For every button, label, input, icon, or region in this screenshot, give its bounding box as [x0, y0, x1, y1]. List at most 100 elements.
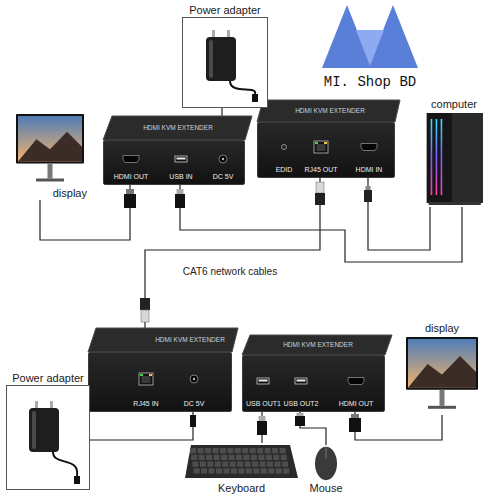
port-label: HDMI IN: [356, 166, 383, 174]
keyboard-key: [229, 455, 235, 460]
keyboard-key: [243, 455, 249, 460]
adapter-plug: [252, 94, 258, 102]
mouse-button-line: [326, 447, 327, 459]
adapter-body: [209, 40, 213, 78]
usb-plug: [257, 421, 267, 435]
watermark: MI. Shop BD: [324, 74, 416, 90]
transmitter-face: EDIDRJ45 OUTHDMI IN: [257, 122, 395, 178]
keyboard-key: [265, 448, 271, 453]
port-panel: [89, 353, 233, 413]
rj45-socket: [139, 373, 153, 385]
rj45-port: [139, 373, 153, 385]
hdmi-plug: [126, 189, 134, 194]
box-top: [88, 328, 238, 352]
rj45-socket: [314, 141, 328, 153]
adapter-body: [32, 411, 36, 449]
monitor-screen: [18, 116, 82, 162]
dc-port: [219, 155, 227, 163]
mouse-picture: [305, 445, 347, 482]
keyboard-key: [280, 448, 286, 453]
usb-socket: [175, 156, 187, 162]
keyboard-key: [268, 468, 274, 473]
keyboard-key: [237, 462, 243, 467]
receiver-face: USB OUT1USB OUT2HDMI OUT: [242, 355, 385, 412]
port-label: HDMI OUT: [114, 173, 149, 181]
keyboard-key: [206, 455, 212, 460]
keyboard-key: [236, 455, 242, 460]
adapter-body: [29, 408, 59, 452]
usb-tongue: [177, 158, 186, 160]
cable: [355, 412, 442, 440]
hdmi-socket: [361, 144, 377, 151]
usb-plug: [259, 416, 266, 421]
port-label: USB OUT1: [246, 400, 281, 408]
keyboard-key: [273, 455, 279, 460]
hdmi-socket: [123, 156, 139, 163]
keyboard-key: [200, 462, 206, 467]
port-label: DC 5V: [213, 173, 234, 181]
keyboard-key: [214, 455, 220, 460]
keyboard-key: [190, 448, 196, 453]
keyboard-key: [192, 462, 198, 467]
keyboard-key: [197, 448, 203, 453]
keyboard-key: [253, 468, 259, 473]
rj45-plug: [141, 310, 149, 322]
adapter-prong: [227, 30, 230, 38]
keyboard-key: [246, 468, 252, 473]
keyboard-key: [230, 462, 236, 467]
dc-port: [190, 375, 198, 383]
keyboard-key: [272, 448, 278, 453]
keyboard-key: [281, 455, 287, 460]
usb-tongue: [259, 380, 268, 382]
monitor-stand: [440, 390, 445, 406]
hdmi-port: [361, 144, 377, 151]
adapter-prong: [50, 401, 53, 409]
dc-plug: [190, 415, 196, 427]
adapter-cord: [53, 452, 77, 476]
adapter-body: [206, 37, 236, 81]
status-led: [149, 374, 152, 376]
keyboard-picture: [183, 443, 300, 482]
keyboard-key: [252, 462, 258, 467]
device-label: display: [52, 187, 88, 200]
cable: [368, 178, 430, 250]
rgb-strip: [431, 119, 433, 195]
port-label: EDID: [276, 166, 293, 174]
port-label: USB OUT2: [283, 400, 318, 408]
keyboard-key: [258, 455, 264, 460]
hdmi-port: [123, 156, 139, 163]
adapter-frame: [183, 18, 268, 108]
status-led: [140, 374, 143, 376]
keyboard-key: [231, 468, 237, 473]
monitor-base: [428, 406, 456, 409]
keyboard-key: [209, 468, 215, 473]
computer-tower: computer: [418, 98, 490, 207]
transmitter-face: HDMI OUTUSB INDC 5V: [103, 140, 245, 185]
keyboard-key: [282, 462, 288, 467]
usb-port: [295, 378, 307, 384]
keyboard-key: [276, 468, 282, 473]
display-monitor: display: [12, 112, 88, 200]
adapter-picture: [182, 17, 268, 108]
monitor-stand: [48, 164, 53, 179]
device-label: Mouse: [308, 482, 343, 495]
logo-shape: [356, 30, 384, 66]
keyboard-key: [274, 462, 280, 467]
adapter-frame: [7, 386, 90, 490]
btn-port: [282, 145, 287, 150]
usb-port: [257, 378, 269, 384]
rgb-strip: [436, 119, 438, 195]
keyboard-key: [250, 448, 256, 453]
receiver-face: RJ45 INDC 5V: [88, 352, 232, 412]
keyboard-key: [267, 462, 273, 467]
tower-side: [452, 113, 483, 203]
usb-socket: [257, 378, 269, 384]
box-top: [103, 116, 252, 140]
keyboard-key: [257, 448, 263, 453]
cable: [40, 185, 130, 240]
keyboard: Keyboard: [183, 443, 300, 495]
status-led: [324, 142, 327, 144]
edid-button: [282, 145, 287, 150]
